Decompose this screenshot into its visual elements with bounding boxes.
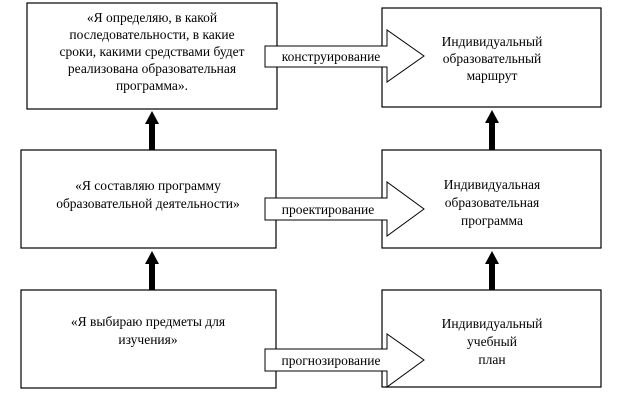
left-box-1: «Я определяю, в какой последовательности… (26, 2, 278, 110)
left-box-1-line-4: реализована образовательная (68, 61, 236, 76)
right-box-2-line-2: образовательная (445, 195, 539, 210)
arrow-konstruirovanie: конструирование (264, 29, 425, 83)
left-box-3-line-2: изучения» (118, 332, 177, 347)
left-box-1-line-5: программа». (116, 78, 188, 93)
arrow-proektirovanie: проектирование (264, 181, 425, 237)
arrow-label-1: конструирование (282, 49, 381, 64)
right-box-1-line-3: маршрут (467, 68, 518, 83)
up-arrow-left-top (145, 111, 159, 150)
left-box-2-line-2: образовательной деятельности» (56, 196, 240, 211)
left-box-1-line-3: сроки, какими средствами будет (60, 44, 245, 59)
right-box-2-line-3: программа (461, 213, 523, 228)
right-box-2-line-1: Индивидуальная (444, 177, 541, 192)
left-box-2: «Я составляю программу образовательной д… (20, 149, 277, 249)
right-box-3-line-1: Индивидуальный (442, 316, 543, 331)
left-box-3: «Я выбираю предметы для изучения» (20, 289, 277, 389)
right-box-3-line-3: план (478, 352, 505, 367)
left-box-3-line-1: «Я выбираю предметы для (71, 314, 225, 329)
arrow-label-2: проектирование (282, 202, 375, 217)
arrow-prognozirovanie: прогнозирование (264, 333, 425, 388)
arrow-label-3: прогнозирование (282, 353, 381, 368)
right-box-3-line-2: учебный (467, 334, 517, 349)
right-box-1-line-2: образовательный (443, 51, 542, 66)
right-box-3: Индивидуальный учебный план (381, 289, 602, 388)
up-arrow-right-top (485, 110, 499, 150)
left-box-1-line-1: «Я определяю, в какой (87, 10, 217, 25)
left-box-2-line-1: «Я составляю программу (75, 178, 221, 193)
up-arrow-left-bottom (145, 251, 159, 290)
right-box-1-line-1: Индивидуальный (442, 34, 543, 49)
right-box-2: Индивидуальная образовательная программа (381, 149, 602, 249)
up-arrow-right-bottom (485, 251, 499, 290)
left-box-1-line-2: последовательности, в какие (69, 27, 234, 42)
